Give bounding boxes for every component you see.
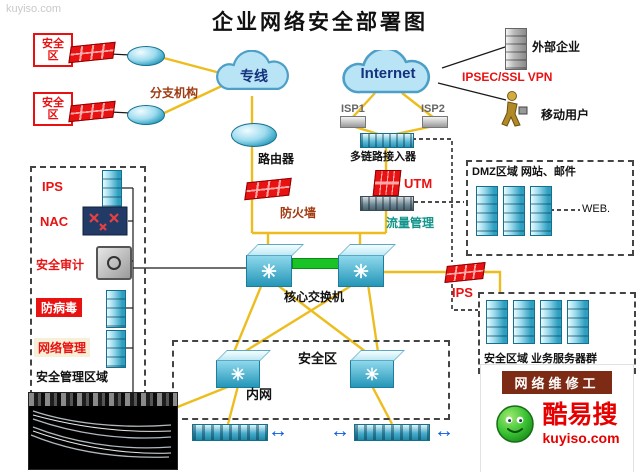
- mobile-user-label: 移动用户: [541, 108, 590, 122]
- brand-url: kuyiso.com: [542, 429, 620, 446]
- biz-server-icon-1: [486, 300, 508, 344]
- mascot-ball-icon: [496, 405, 535, 443]
- logo-text-group: 酷易搜 kuyiso.com: [542, 401, 620, 446]
- brand-name: 酷易搜: [542, 401, 618, 429]
- link-arrow-icon-2: ↔: [330, 420, 350, 442]
- ips-server-icon: [102, 170, 122, 208]
- security-zone-box-2: 安全区: [33, 92, 73, 126]
- traffic-label: 流量管理: [386, 216, 435, 230]
- logo-row: 酷易搜 kuyiso.com: [494, 401, 620, 446]
- logo-box: 网络维修工 酷易搜 kuyiso.com: [480, 364, 634, 472]
- router-icon-branch-1: [127, 46, 165, 66]
- logo-banner: 网络维修工: [502, 371, 612, 394]
- server-tower-icon: [505, 28, 527, 70]
- dmz-server-icon-1: [476, 186, 498, 236]
- patch-panel-strip: [29, 393, 177, 407]
- netmgmt-badge: 网络管理: [34, 338, 91, 357]
- link-arrow-icon-3: ↔: [434, 420, 454, 442]
- dmz-zone-box: [466, 160, 634, 256]
- safe-dial-icon: [107, 256, 121, 270]
- internet-cloud: Internet: [335, 50, 441, 98]
- core-switch-label: 核心交换机: [284, 290, 345, 304]
- audit-label: 安全审计: [36, 258, 85, 272]
- ips-left-label: IPS: [42, 179, 63, 194]
- ips-right-label: IPS: [452, 285, 473, 300]
- inner-switch-icon-2: [350, 350, 405, 388]
- page-title: 企业网络安全部署图: [212, 11, 428, 34]
- dmz-server-icon-3: [530, 186, 552, 236]
- core-link-green-bar: [292, 258, 340, 269]
- management-zone-label: 安全管理区域: [36, 370, 109, 384]
- traffic-device-icon: [360, 196, 414, 211]
- switch-star-icon: [353, 263, 369, 279]
- security-zone-label-2: 安全区: [42, 96, 64, 121]
- inner-zone-box: [172, 340, 450, 420]
- netmgmt-server-icon: [106, 330, 126, 368]
- multilink-device-icon: [360, 133, 414, 148]
- isp2-label: ISP2: [421, 103, 445, 115]
- management-zone-box: [30, 166, 146, 396]
- nac-label: NAC: [40, 214, 69, 229]
- access-switch-icon-2: [354, 424, 430, 441]
- watermark-top: kuyiso.com: [6, 3, 62, 15]
- biz-server-icon-2: [513, 300, 535, 344]
- vpn-label: IPSEC/SSL VPN: [462, 70, 553, 84]
- nac-device-icon: [82, 206, 128, 236]
- internet-label: Internet: [360, 65, 416, 82]
- server-zone-label: 安全区域 业务服务器群: [484, 353, 598, 365]
- mobile-user-icon: [501, 91, 528, 127]
- switch-front-face: [246, 255, 292, 287]
- safe-icon: [96, 246, 132, 280]
- cloud-icon: [216, 50, 289, 90]
- isp1-label: ISP1: [341, 103, 365, 115]
- switch-star-icon: [365, 367, 379, 381]
- access-switch-icon-1: [192, 424, 268, 441]
- biz-server-icon-4: [567, 300, 589, 344]
- external-enterprise-label: 外部企业: [532, 40, 581, 54]
- dmz-server-icon-2: [503, 186, 525, 236]
- web-label: WEB.: [582, 203, 611, 215]
- router-label: 路由器: [258, 152, 295, 166]
- security-zone-box-1: 安全区: [33, 33, 73, 67]
- inner-switch-icon-1: [216, 350, 271, 388]
- switch-star-icon: [231, 367, 245, 381]
- router-icon-main: [231, 123, 277, 147]
- antivirus-server-icon: [106, 290, 126, 328]
- switch-front-face: [338, 255, 384, 287]
- switch-front-face: [350, 360, 394, 388]
- intranet-label: 内网: [246, 387, 273, 402]
- inner-zone-label: 安全区: [298, 351, 338, 366]
- cloud-icon: [342, 50, 431, 94]
- cabling-photo: [28, 392, 178, 470]
- utm-label: UTM: [404, 176, 433, 191]
- leased-line-cloud: 专线: [210, 50, 298, 96]
- core-switch-icon-2: [338, 244, 396, 287]
- isp2-modem-icon: [422, 116, 448, 128]
- biz-server-icon-3: [540, 300, 562, 344]
- utm-icon: [372, 170, 402, 196]
- router-icon-branch-2: [127, 105, 165, 125]
- security-zone-label-1: 安全区: [42, 37, 64, 62]
- antivirus-badge: 防病毒: [36, 298, 83, 317]
- leased-line-label: 专线: [240, 68, 268, 84]
- cables-icon: [30, 410, 172, 458]
- link-arrow-icon-1: ↔: [268, 420, 288, 442]
- branch-label: 分支机构: [150, 86, 199, 100]
- firewall-label: 防火墙: [280, 206, 317, 220]
- multilink-label: 多链路接入器: [350, 151, 416, 163]
- core-switch-icon-1: [246, 244, 304, 287]
- isp1-modem-icon: [340, 116, 366, 128]
- dmz-label: DMZ区域 网站、邮件: [472, 166, 576, 178]
- switch-star-icon: [261, 263, 277, 279]
